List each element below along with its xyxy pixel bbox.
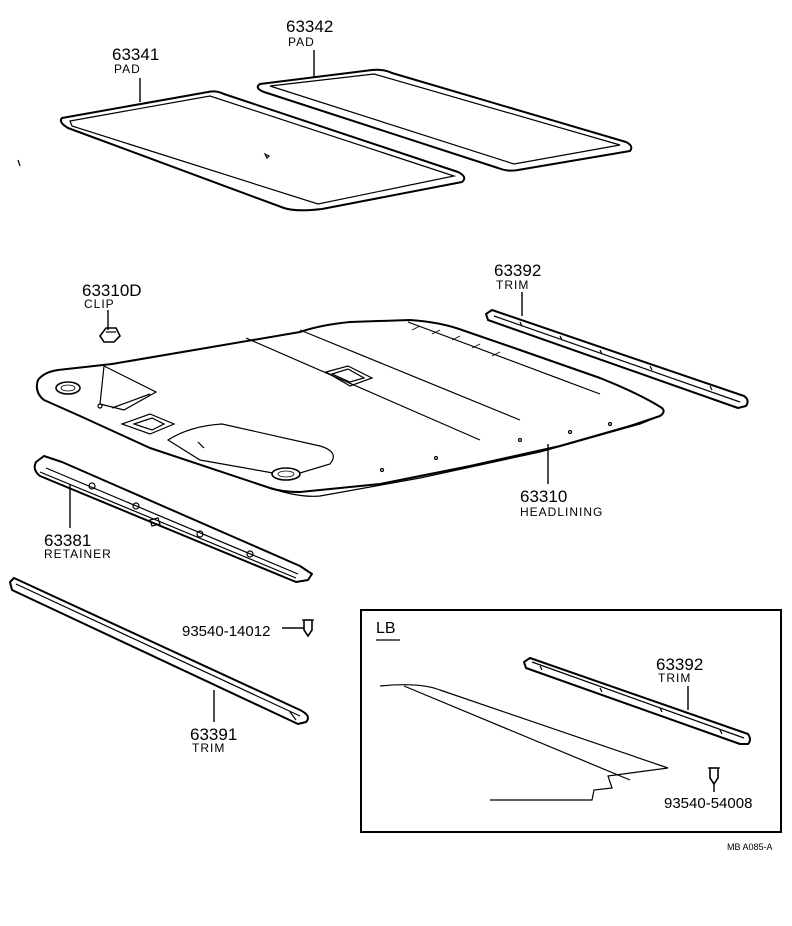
stray-mark — [17, 159, 21, 167]
figure-code: MB A085-A — [727, 842, 773, 852]
label-63342-name: PAD — [288, 35, 315, 49]
clip-63310d-drawing — [99, 327, 121, 343]
label-63341-number: 63341 — [112, 45, 159, 64]
label-inset-63392-number: 63392 — [656, 655, 703, 674]
trim-63392-drawing — [485, 309, 749, 409]
label-63342-number: 63342 — [286, 17, 333, 36]
inset-lb: LB — [360, 609, 782, 833]
label-63391-name: TRIM — [192, 741, 225, 755]
label-63341-name: PAD — [114, 62, 141, 76]
label-63310d-name: CLIP — [84, 297, 115, 311]
label-63381-name: RETAINER — [44, 547, 112, 561]
label-63391-number: 63391 — [190, 725, 237, 744]
pad-63341-drawing — [59, 90, 466, 212]
label-63310-number: 63310 — [520, 487, 567, 506]
label-inset-63392-name: TRIM — [658, 671, 691, 685]
label-63310d-number: 63310D — [82, 281, 142, 300]
pad-63342-drawing — [256, 68, 633, 172]
retainer-63381-drawing — [33, 455, 313, 583]
label-93540-14012: 93540-14012 — [182, 623, 270, 640]
inset-title: LB — [376, 620, 396, 637]
label-63310-name: HEADLINING — [520, 505, 603, 519]
label-63392-number: 63392 — [494, 261, 541, 280]
label-93540-54008: 93540-54008 — [664, 795, 752, 812]
trim-63391-drawing — [9, 577, 309, 725]
label-63392-name: TRIM — [496, 278, 529, 292]
label-63381-number: 63381 — [44, 531, 91, 550]
headlining-63310-drawing — [35, 319, 665, 497]
